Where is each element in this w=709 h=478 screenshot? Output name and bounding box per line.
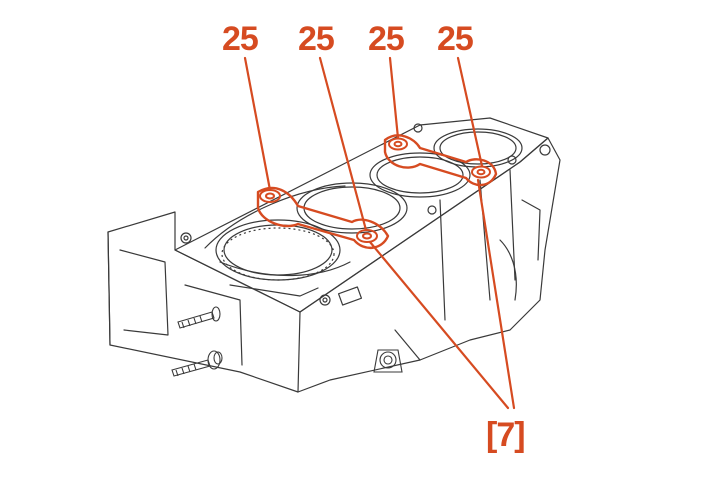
torque-label-2: 25	[298, 20, 335, 58]
studs	[171, 306, 223, 377]
reference-label: [7]	[486, 416, 526, 454]
torque-label-1: 25	[222, 20, 259, 58]
block-outline	[107, 117, 561, 393]
plug	[373, 349, 403, 373]
leader-lines	[243, 56, 516, 410]
bore-support-tool	[256, 134, 498, 249]
torque-label-4: 25	[437, 20, 474, 58]
cylinder-bores	[215, 128, 523, 281]
torque-label-3: 25	[368, 20, 405, 58]
